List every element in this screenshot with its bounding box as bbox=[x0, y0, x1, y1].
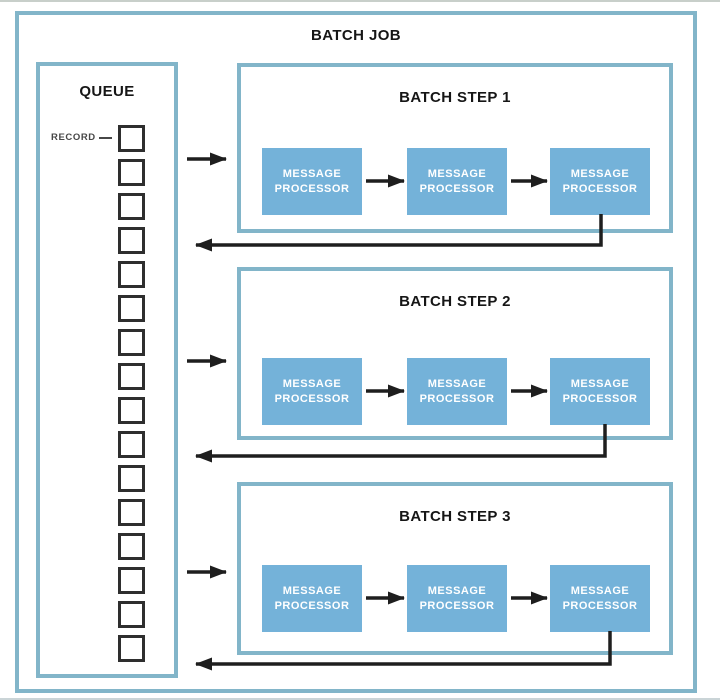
record-square bbox=[118, 465, 145, 492]
record-square bbox=[118, 125, 145, 152]
message-processor: MESSAGE PROCESSOR bbox=[262, 358, 362, 425]
message-processor: MESSAGE PROCESSOR bbox=[407, 565, 507, 632]
record-square bbox=[118, 227, 145, 254]
record-square bbox=[118, 397, 145, 424]
record-square bbox=[118, 193, 145, 220]
record-pointer-line bbox=[98, 136, 112, 139]
record-list bbox=[118, 125, 145, 662]
message-processor: MESSAGE PROCESSOR bbox=[407, 358, 507, 425]
record-square bbox=[118, 567, 145, 594]
message-processor: MESSAGE PROCESSOR bbox=[550, 565, 650, 632]
record-square bbox=[118, 601, 145, 628]
record-label: RECORD bbox=[51, 132, 96, 143]
record-pointer: RECORD bbox=[51, 132, 112, 143]
message-processor: MESSAGE PROCESSOR bbox=[262, 148, 362, 215]
record-square bbox=[118, 635, 145, 662]
batch-step-1-container: BATCH STEP 1 MESSAGE PROCESSOR MESSAGE P… bbox=[237, 63, 673, 233]
record-square bbox=[118, 431, 145, 458]
message-processor: MESSAGE PROCESSOR bbox=[550, 358, 650, 425]
queue-container: QUEUE RECORD bbox=[36, 62, 178, 678]
batch-step-2-title: BATCH STEP 2 bbox=[399, 293, 511, 310]
record-square bbox=[118, 363, 145, 390]
record-square bbox=[118, 533, 145, 560]
queue-title: QUEUE bbox=[79, 83, 135, 100]
batch-step-3-container: BATCH STEP 3 MESSAGE PROCESSOR MESSAGE P… bbox=[237, 482, 673, 655]
record-square bbox=[118, 295, 145, 322]
record-square bbox=[118, 261, 145, 288]
bottom-edge-line bbox=[0, 698, 720, 700]
record-square bbox=[118, 499, 145, 526]
record-square bbox=[118, 329, 145, 356]
batch-job-title: BATCH JOB bbox=[311, 27, 401, 44]
record-square bbox=[118, 159, 145, 186]
batch-step-1-title: BATCH STEP 1 bbox=[399, 89, 511, 106]
batch-step-2-container: BATCH STEP 2 MESSAGE PROCESSOR MESSAGE P… bbox=[237, 267, 673, 440]
batch-step-3-title: BATCH STEP 3 bbox=[399, 508, 511, 525]
top-edge-line bbox=[0, 0, 720, 2]
message-processor: MESSAGE PROCESSOR bbox=[407, 148, 507, 215]
message-processor: MESSAGE PROCESSOR bbox=[550, 148, 650, 215]
message-processor: MESSAGE PROCESSOR bbox=[262, 565, 362, 632]
